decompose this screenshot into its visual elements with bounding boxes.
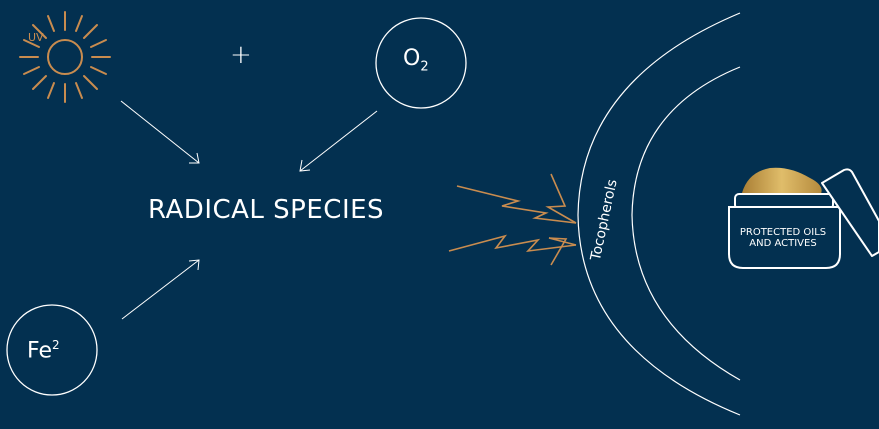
iron-superscript: 2 [52, 338, 60, 352]
iron-symbol: Fe [27, 338, 52, 364]
iron-circle [6, 304, 98, 396]
plus-sign: + [230, 40, 252, 70]
radical-species-label: RADICAL SPECIES [148, 195, 385, 225]
lightning-bolt-icon [448, 173, 577, 266]
jar-label-line-2: AND ACTIVES [749, 238, 817, 249]
arrow-uv-to-radicals [120, 100, 200, 164]
jar-label: PROTECTED OILS AND ACTIVES [730, 227, 836, 249]
jar-label-line-1: PROTECTED OILS [739, 227, 827, 238]
cream-jar-icon [728, 167, 879, 269]
oxygen-label: O2 [403, 46, 429, 74]
arrow-fe-to-radicals [121, 259, 200, 320]
outer-shield-arc [577, 12, 741, 416]
oxygen-circle [375, 17, 467, 109]
oxygen-subscript: 2 [420, 59, 429, 75]
iron-label: Fe2 [27, 338, 60, 363]
arrow-o2-to-radicals [299, 110, 378, 172]
inner-shield-arc [631, 66, 741, 381]
uv-label: UV [28, 31, 44, 44]
oxygen-symbol: O [403, 46, 421, 71]
sun-uv-icon [19, 11, 111, 103]
